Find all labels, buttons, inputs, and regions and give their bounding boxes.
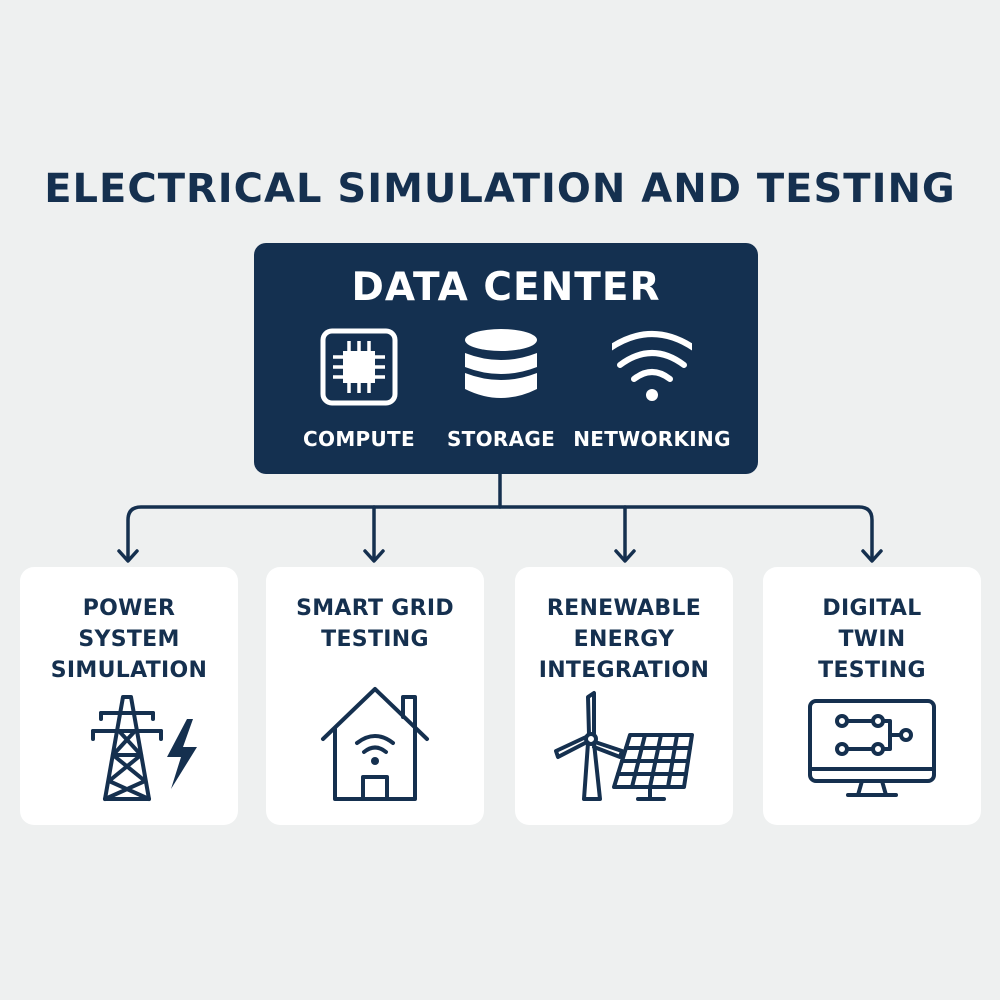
card-title-line: TWIN [838,627,906,652]
card-title: RENEWABLE ENERGY INTEGRATION [515,593,733,686]
card-title-line: POWER [82,596,176,621]
card-renewable-energy-integration: RENEWABLE ENERGY INTEGRATION [515,567,733,825]
card-power-system-simulation: POWER SYSTEM SIMULATION [20,567,238,825]
wifi-icon [612,331,692,401]
card-title-line: SIMULATION [50,658,208,683]
data-center-item-label: COMPUTE [303,427,415,451]
data-center-item-label: STORAGE [446,427,556,451]
data-center-item-networking: NETWORKING [568,327,736,457]
card-digital-twin-testing: DIGITAL TWIN TESTING [763,567,981,825]
card-title-line: TESTING [321,627,429,652]
cpu-chip-icon [320,328,398,406]
card-smart-grid-testing: SMART GRID TESTING [266,567,484,825]
card-title: POWER SYSTEM SIMULATION [20,593,238,686]
database-icon [465,329,537,398]
card-title: DIGITAL TWIN TESTING [763,593,981,686]
smart-home-icon [321,687,429,801]
card-title-line: DIGITAL [822,596,922,621]
card-title-line: SYSTEM [78,627,180,652]
page-title: ELECTRICAL SIMULATION AND TESTING [44,166,956,212]
wind-turbine-solar-panel-icon [554,691,694,801]
card-title-line: SMART GRID [296,596,454,621]
card-title-line: INTEGRATION [538,658,710,683]
data-center-item-storage: STORAGE [417,327,585,457]
monitor-network-icon [808,699,936,797]
data-center-title: DATA CENTER [351,265,661,310]
data-center-box: DATA CENTER COMPUTE [254,243,758,474]
data-center-item-label: NETWORKING [573,427,731,451]
data-center-item-compute: COMPUTE [275,327,443,457]
transmission-tower-lightning-icon [91,695,197,801]
card-title-line: TESTING [818,658,926,683]
card-title-line: RENEWABLE [546,596,702,621]
card-title-line: ENERGY [573,627,675,652]
card-title: SMART GRID TESTING [266,593,484,655]
